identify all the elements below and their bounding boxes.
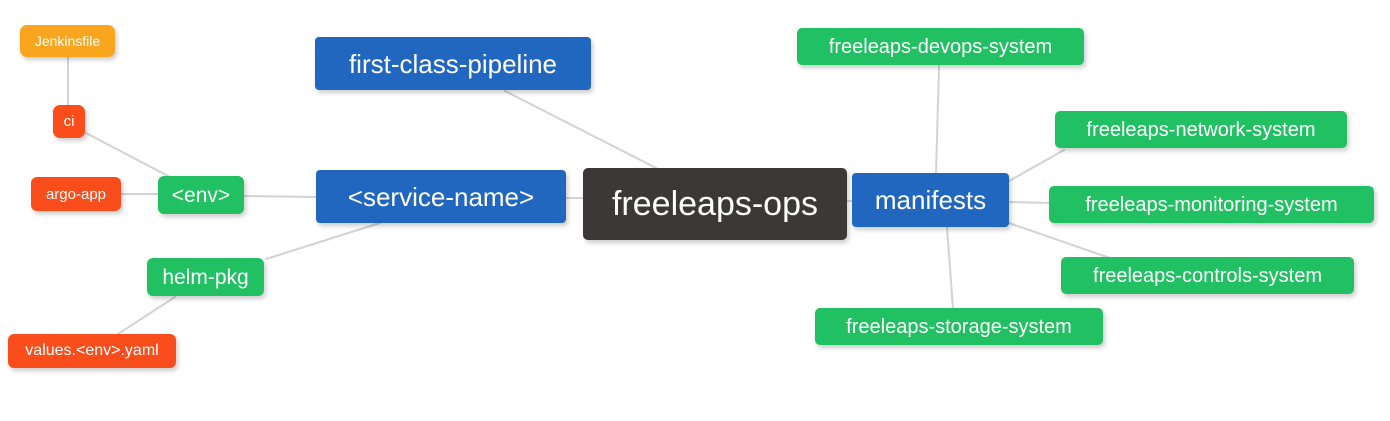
node-devops-system[interactable]: freeleaps-devops-system xyxy=(797,28,1084,65)
edge-manifests-storage xyxy=(946,226,954,310)
node-service-name[interactable]: <service-name> xyxy=(316,170,566,223)
edge-helm-pkg-service-name xyxy=(265,222,381,260)
node-controls-system[interactable]: freeleaps-controls-system xyxy=(1061,257,1354,294)
node-network-system[interactable]: freeleaps-network-system xyxy=(1055,111,1347,148)
node-first-class-pipeline[interactable]: first-class-pipeline xyxy=(315,37,591,90)
node-freeleaps-ops-root[interactable]: freeleaps-ops xyxy=(583,168,847,240)
edge-manifests-network xyxy=(1008,149,1065,182)
node-helm-pkg[interactable]: helm-pkg xyxy=(147,258,264,296)
node-manifests[interactable]: manifests xyxy=(852,173,1009,227)
edge-manifests-monitoring xyxy=(1008,201,1051,204)
edge-ci-env xyxy=(83,131,171,178)
edge-pipeline-ops xyxy=(504,90,659,170)
node-values-env-yaml[interactable]: values.<env>.yaml xyxy=(8,334,176,368)
edge-values-helm-pkg xyxy=(117,296,176,335)
edge-env-service-name xyxy=(243,195,317,198)
node-storage-system[interactable]: freeleaps-storage-system xyxy=(815,308,1103,345)
node-env[interactable]: <env> xyxy=(158,176,244,214)
edge-manifests-devops xyxy=(935,65,940,175)
node-monitoring-system[interactable]: freeleaps-monitoring-system xyxy=(1049,186,1374,223)
node-jenkinsfile[interactable]: Jenkinsfile xyxy=(20,25,115,57)
edge-manifests-controls xyxy=(1008,222,1111,259)
node-argo-app[interactable]: argo-app xyxy=(31,177,121,211)
node-ci[interactable]: ci xyxy=(53,105,85,138)
